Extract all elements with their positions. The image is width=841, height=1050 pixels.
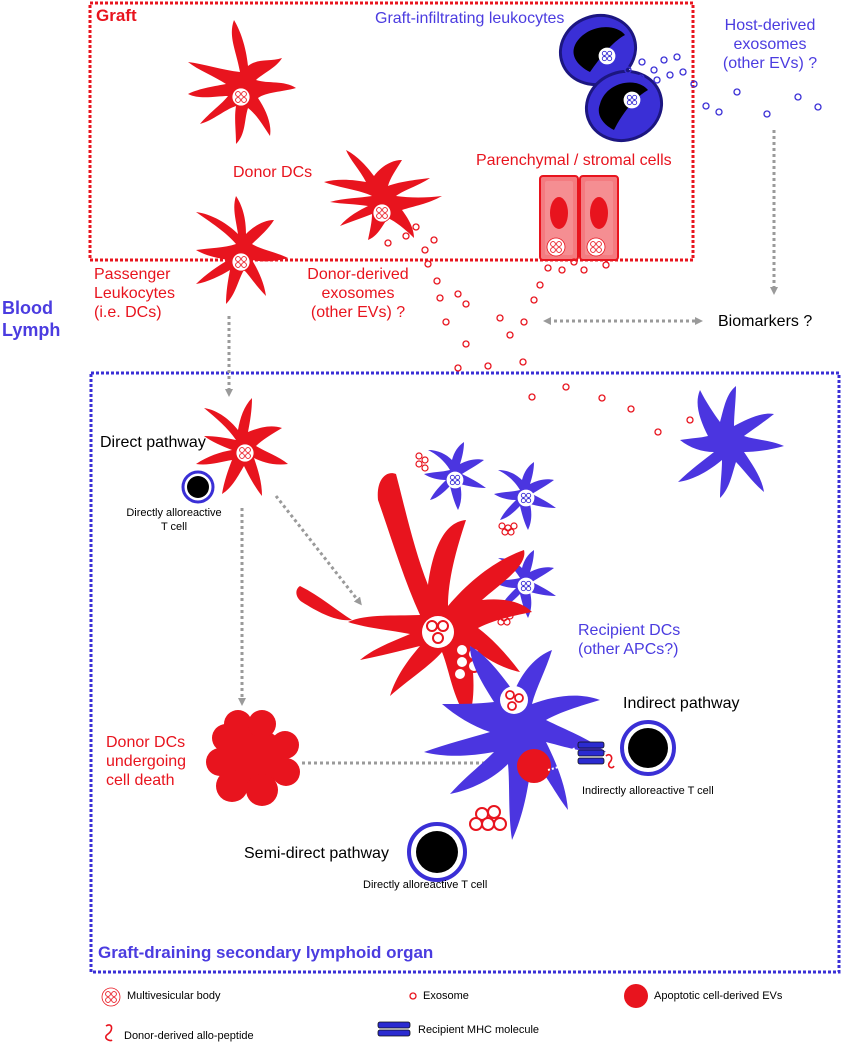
donor-dc-large	[296, 473, 532, 720]
donor-dcs-label: Donor DCs	[233, 164, 313, 181]
host-exosomes	[624, 53, 822, 118]
dying-dcs-label: Donor DCs undergoing cell death	[106, 734, 187, 790]
mhc-molecule-indirect	[577, 741, 605, 765]
region-lymphoid-organ-label: Graft-draining secondary lymphoid organ	[98, 943, 434, 962]
directly-tcell-label-2: Directly alloreactive T cell	[363, 879, 488, 891]
recipient-dc-small-2	[494, 462, 556, 530]
region-graft-label: Graft	[96, 6, 137, 25]
legend-mvb-label: Multivesicular body	[127, 990, 221, 1002]
recipient-dc-small-1	[424, 442, 486, 510]
small-dc-exosome-clusters	[415, 452, 518, 626]
recipient-dcs-label: Recipient DCs (other APCs?)	[578, 622, 681, 659]
legend-exosome-label: Exosome	[423, 990, 469, 1002]
lymphoid-organ-box	[89, 371, 841, 974]
legend-exosome-icon	[409, 992, 417, 1000]
legend-apoptotic-icon	[624, 984, 648, 1008]
donor-dc-dying	[206, 710, 300, 806]
legend-allopeptide-icon	[105, 1024, 113, 1042]
donor-exosomes-label: Donor-derived exosomes (other EVs) ?	[307, 266, 409, 322]
legend-allopeptide-label: Donor-derived allo-peptide	[124, 1030, 254, 1042]
recipient-dc-migrating	[678, 386, 784, 498]
legend-mhc-label: Recipient MHC molecule	[418, 1024, 540, 1036]
host-exosomes-label: Host-derived exosomes (other EVs) ?	[722, 17, 818, 73]
donor-dc-direct	[196, 398, 288, 496]
tcell-direct	[181, 470, 215, 504]
legend-apoptotic-label: Apoptotic cell-derived EVs	[654, 990, 783, 1002]
direct-pathway-label: Direct pathway	[100, 434, 206, 451]
legend-mhc-icon	[377, 1021, 411, 1037]
passenger-dc	[196, 196, 288, 304]
graft-box	[88, 1, 695, 262]
semidirect-pathway-label: Semi-direct pathway	[244, 845, 389, 862]
directly-tcell-label-1: Directly alloreactive T cell	[126, 507, 222, 533]
donor-dc-graft	[324, 150, 442, 240]
recipient-dc-exosome-cluster	[469, 805, 507, 831]
graft-infiltrating-leukocyte-2	[584, 70, 664, 142]
indirectly-tcell-label: Indirectly alloreactive T cell	[582, 785, 714, 797]
donor-dc-top	[188, 20, 296, 144]
parenchymal-cells	[539, 175, 619, 261]
legend-mvb-icon	[101, 987, 121, 1007]
arrow-direct-to-large-dc	[274, 495, 362, 606]
graft-infiltrating-label: Graft-infiltrating leukocytes	[375, 10, 565, 27]
recipient-dc-large	[424, 646, 606, 840]
tcell-indirect	[620, 720, 676, 776]
indirect-pathway-label: Indirect pathway	[623, 695, 740, 712]
dotted-connectors	[547, 747, 577, 771]
region-blood-lymph-label: Blood Lymph	[2, 298, 61, 340]
parenchymal-label: Parenchymal / stromal cells	[476, 152, 672, 169]
donor-exosomes	[384, 223, 736, 437]
allo-peptide-indirect	[605, 753, 615, 769]
biomarkers-label: Biomarkers ?	[718, 313, 813, 330]
tcell-semidirect	[407, 822, 467, 882]
passenger-label: Passenger Leukocytes (i.e. DCs)	[94, 266, 175, 322]
arrows	[225, 130, 778, 767]
